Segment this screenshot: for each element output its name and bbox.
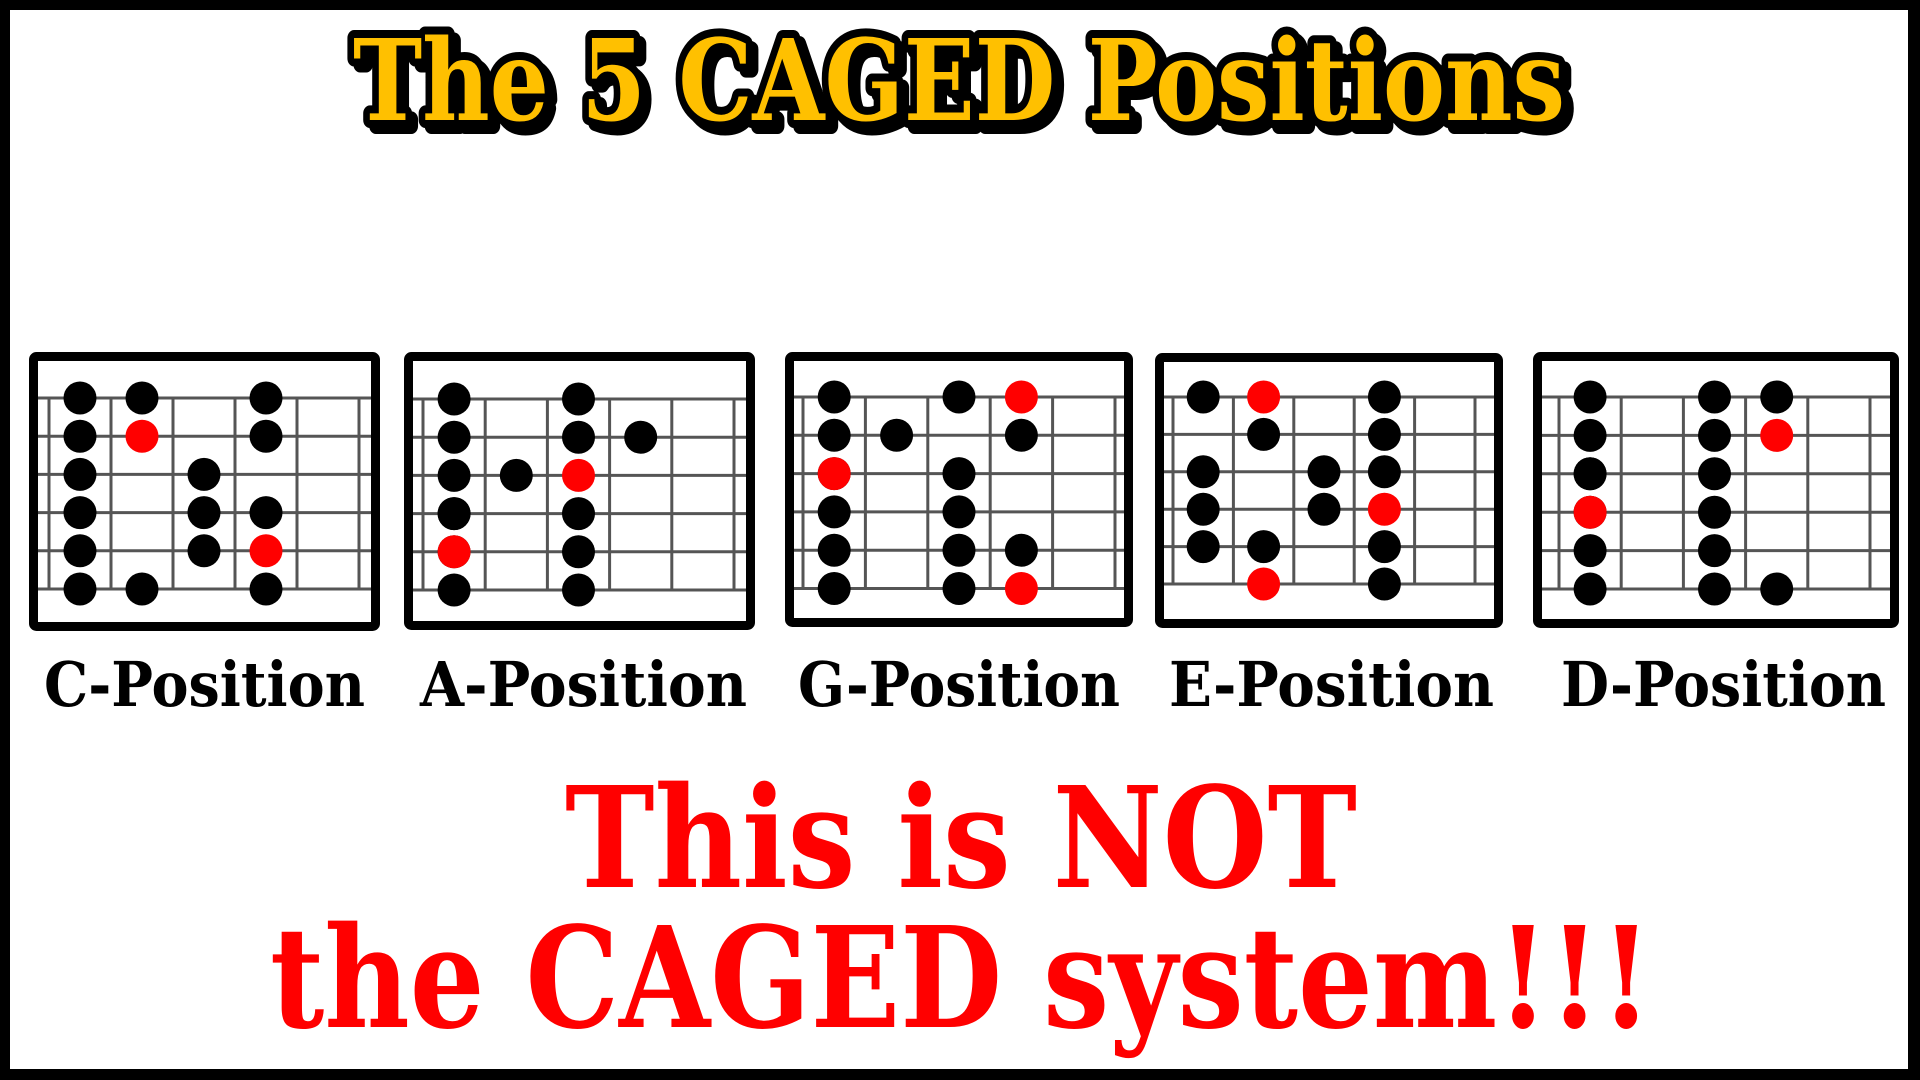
scale-note-dot [1186, 380, 1220, 414]
fretboard-diagram-d [1533, 352, 1899, 628]
scale-note-dot [1247, 417, 1281, 451]
scale-note-dot [125, 381, 159, 415]
scale-note-dot [942, 380, 976, 414]
scale-note-dot [1186, 530, 1220, 564]
scale-note-dot [880, 418, 914, 452]
label-e-position: E-Position [1169, 648, 1494, 721]
scale-note-dot [562, 420, 595, 454]
scale-note-dot [942, 533, 976, 567]
scale-note-dot [562, 497, 595, 531]
scale-note-dot [63, 534, 97, 568]
scale-note-dot [437, 497, 471, 531]
scale-note-dot [187, 457, 221, 491]
title-shadow: The 5 CAGED Positions [359, 22, 1571, 153]
scale-note-dot [942, 457, 976, 491]
fretboard-diagram-a [404, 352, 755, 630]
scale-note-dot [1186, 455, 1220, 489]
scale-note-dot [1698, 495, 1731, 529]
warning-message: This is NOT the CAGED system!!! [270, 757, 1652, 1061]
scale-note-dot [187, 496, 221, 530]
warning-line-1: This is NOT [565, 757, 1357, 921]
scale-note-dot [249, 419, 283, 453]
scale-note-dot [1367, 417, 1401, 451]
scale-note-dot [1698, 457, 1731, 491]
scale-note-dot [817, 572, 851, 605]
scale-note-dot [1573, 418, 1607, 452]
scale-note-dot [1307, 455, 1341, 489]
scale-note-dot [562, 382, 595, 416]
scale-note-dot [624, 420, 658, 454]
label-a-position: A-Position [419, 648, 747, 721]
scale-note-dot [562, 573, 595, 607]
position-labels: C-Position A-Position G-Position E-Posit… [44, 648, 1886, 721]
scale-note-dot [817, 533, 851, 567]
scale-note-dot [437, 382, 471, 416]
scale-note-dot [63, 496, 97, 530]
scale-note-dot [63, 419, 97, 453]
scale-note-dot [1307, 492, 1341, 526]
diagram-frame [29, 352, 380, 631]
scale-note-dot [562, 535, 595, 569]
label-c-position: C-Position [44, 648, 365, 721]
label-d-position: D-Position [1561, 648, 1886, 721]
root-note-dot [125, 419, 159, 453]
root-note-dot [1004, 380, 1038, 414]
scale-note-dot [942, 495, 976, 529]
root-note-dot [817, 457, 851, 491]
scale-note-dot [249, 572, 283, 606]
scale-note-dot [1760, 380, 1794, 414]
scale-note-dot [1186, 492, 1220, 526]
root-note-dot [562, 458, 595, 492]
scale-note-dot [942, 572, 976, 605]
scale-note-dot [1367, 380, 1401, 414]
scale-note-dot [437, 573, 471, 607]
scale-note-dot [187, 534, 221, 568]
scale-note-dot [1573, 572, 1607, 606]
position-diagrams [29, 352, 1899, 631]
root-note-dot [1760, 418, 1794, 452]
root-note-dot [249, 534, 283, 568]
scale-note-dot [1698, 572, 1731, 606]
scale-note-dot [1004, 418, 1038, 452]
fretboard-diagram-e [1155, 353, 1503, 628]
fretboard-diagram-c [29, 352, 380, 631]
scale-note-dot [249, 496, 283, 530]
title-outline: The 5 CAGED Positions [353, 16, 1565, 147]
scale-note-dot [1573, 457, 1607, 491]
root-note-dot [437, 535, 471, 569]
scale-note-dot [1698, 380, 1731, 414]
scale-note-dot [1698, 534, 1731, 568]
scale-note-dot [499, 458, 533, 492]
label-g-position: G-Position [798, 648, 1120, 721]
scale-note-dot [1367, 530, 1401, 564]
scale-note-dot [63, 572, 97, 606]
root-note-dot [1573, 495, 1607, 529]
page-title: The 5 CAGED Positions The 5 CAGED Positi… [345, 8, 1579, 161]
scale-note-dot [1698, 418, 1731, 452]
root-note-dot [1247, 380, 1281, 414]
scale-note-dot [437, 420, 471, 454]
root-note-dot [1004, 572, 1038, 605]
scale-note-dot [437, 458, 471, 492]
scale-note-dot [1573, 380, 1607, 414]
scale-note-dot [817, 380, 851, 414]
fretboard-diagram-g [785, 352, 1133, 627]
scale-note-dot [817, 418, 851, 452]
root-note-dot [1367, 492, 1401, 526]
scale-note-dot [1760, 572, 1794, 606]
scale-note-dot [817, 495, 851, 529]
scale-note-dot [1004, 533, 1038, 567]
scale-note-dot [1573, 534, 1607, 568]
title-text: The 5 CAGED Positions [353, 16, 1565, 147]
scale-note-dot [63, 381, 97, 415]
scale-note-dot [63, 457, 97, 491]
scale-note-dot [1247, 530, 1281, 564]
scale-note-dot [125, 572, 159, 606]
root-note-dot [1247, 567, 1281, 601]
scale-note-dot [1367, 455, 1401, 489]
scale-note-dot [249, 381, 283, 415]
scale-note-dot [1367, 567, 1401, 601]
warning-line-2: the CAGED system!!! [270, 897, 1652, 1061]
